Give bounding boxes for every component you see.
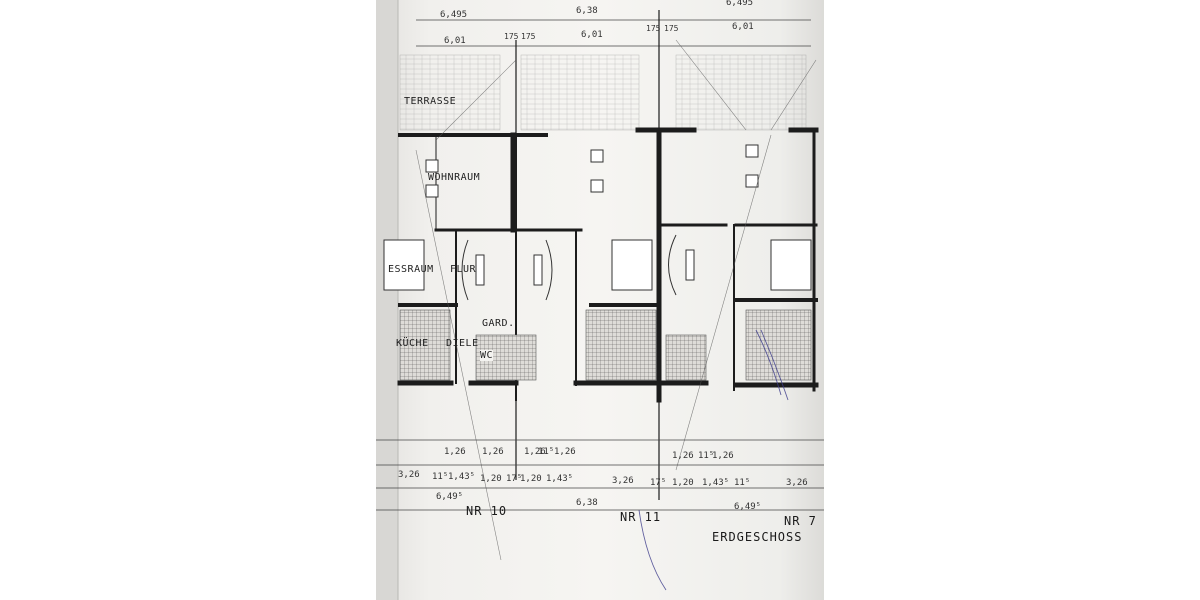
furniture [383, 144, 812, 291]
dim-b2-0: 3,26 [398, 470, 420, 480]
dim-b1-2: 1,26 [524, 447, 546, 457]
room-gard: GARD. [482, 318, 515, 329]
dim-601-a: 6,01 [444, 36, 466, 46]
dim-b2-12: 3,26 [786, 478, 808, 488]
label-nr10: NR 10 [466, 504, 508, 518]
dim-b2-6: 1,43⁵ [546, 474, 574, 484]
dim-b2-2: 1,43⁵ [448, 472, 476, 482]
label-nr11: NR 11 [620, 510, 662, 524]
room-essraum: ESSRAUM [388, 264, 434, 275]
room-flur: FLUR [450, 264, 477, 275]
room-diele: DIELE [446, 338, 479, 349]
terrace-hatching [399, 54, 807, 131]
dim-b1-3: 11⁵ [538, 447, 555, 457]
paper-fold [376, 0, 398, 600]
dim-b2-11: 11⁵ [734, 478, 751, 488]
dim-b1-7: 1,26 [712, 451, 734, 461]
dim-b2-10: 1,43⁵ [702, 478, 730, 488]
pen-marks [638, 329, 789, 591]
dim-601-c: 6,01 [732, 22, 754, 32]
dim-b1-4: 1,26 [554, 447, 576, 457]
dim-6495-bottom: 6,49⁵ [436, 492, 464, 502]
stairs [461, 234, 695, 301]
dim-638-bottom: 6,38 [576, 498, 598, 508]
dim-b2-8: 17⁵ [650, 478, 667, 488]
floor-plan-drawing [376, 0, 824, 600]
dim-lines-bottom [376, 439, 824, 511]
room-wohnraum: WOHNRAUM [428, 172, 481, 183]
dim-6495-left: 6,495 [440, 10, 468, 20]
floor-plan-sheet: TERRASSE WOHNRAUM ESSRAUM FLUR GARD. KÜC… [376, 0, 824, 600]
floor-title: ERDGESCHOSS [712, 530, 803, 544]
dim-638-top: 6,38 [576, 6, 598, 16]
dim-b1-5: 1,26 [672, 451, 694, 461]
dim-6495-right: 6,495 [726, 0, 754, 8]
dim-175-a: 175 [504, 32, 519, 41]
dim-b1-1: 1,26 [482, 447, 504, 457]
room-terrasse: TERRASSE [404, 96, 457, 107]
room-wc: WC [480, 350, 494, 361]
dim-b2-7: 3,26 [612, 476, 634, 486]
dim-6495-bottom-b: 6,49⁵ [734, 502, 762, 512]
dim-b2-5: 1,20 [520, 474, 542, 484]
dim-175-b: 175 [521, 32, 536, 41]
dim-b2-1: 11⁵ [432, 472, 449, 482]
party-walls [515, 10, 660, 500]
dim-b1-0: 1,26 [444, 447, 466, 457]
room-kueche: KÜCHE [396, 338, 429, 349]
dim-b2-9: 1,20 [672, 478, 694, 488]
dim-601-b: 6,01 [581, 30, 603, 40]
dim-b2-4: 17⁵ [506, 474, 523, 484]
dim-175-d: 175 [664, 24, 679, 33]
diagonal-lines [415, 39, 817, 561]
dim-b2-3: 1,20 [480, 474, 502, 484]
dim-b1-6: 11⁵ [698, 451, 715, 461]
terrace-texture [400, 55, 806, 130]
label-nr7: NR 7 [784, 514, 817, 528]
dim-175-c: 175 [646, 24, 661, 33]
